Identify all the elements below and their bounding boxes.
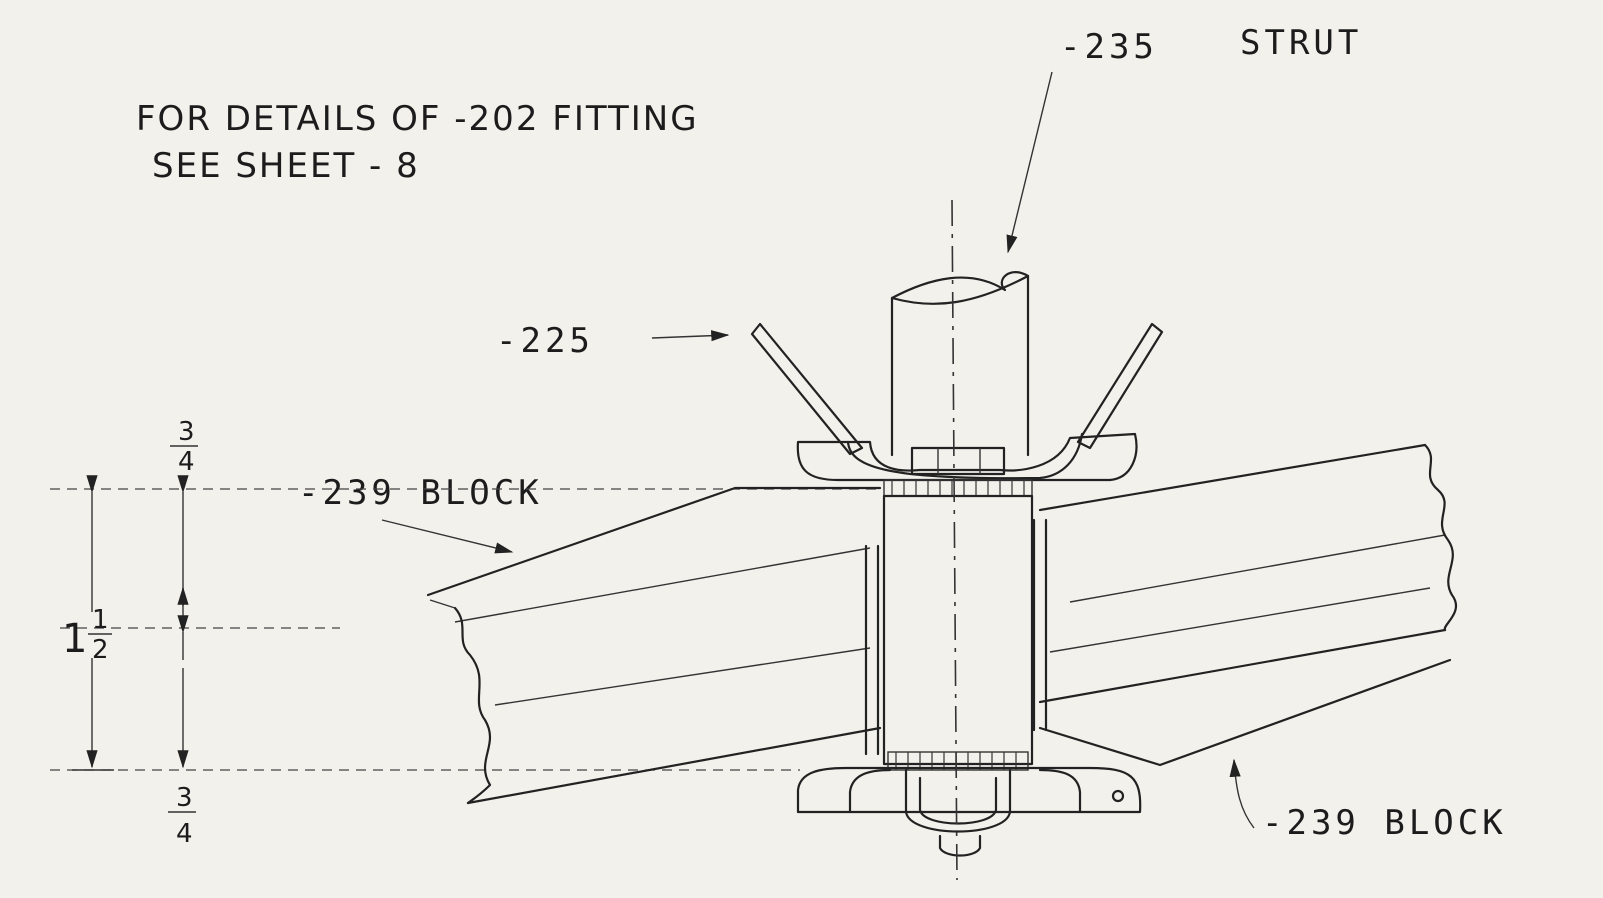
dimension-total	[72, 475, 114, 771]
strut-number-label: -235	[1060, 27, 1158, 67]
lower-fitting	[796, 766, 1142, 814]
svg-text:4: 4	[178, 447, 195, 477]
svg-text:1: 1	[92, 605, 109, 635]
note-line-1: FOR DETAILS OF -202 FITTING	[136, 99, 699, 139]
strut-name-label: STRUT	[1240, 23, 1362, 63]
fraction-total: 1 1 2	[62, 605, 112, 665]
upper-block-leader-arrow	[381, 519, 514, 554]
block-239-upper-label: -239 BLOCK	[298, 473, 543, 513]
svg-text:4: 4	[176, 819, 193, 849]
block-239-lower-label: -239 BLOCK	[1262, 803, 1507, 843]
fitting-225-arms	[750, 322, 1164, 456]
lower-nut	[904, 768, 1012, 857]
svg-text:1: 1	[62, 616, 87, 662]
upper-cup-fitting	[796, 432, 1138, 482]
svg-text:3: 3	[176, 783, 193, 813]
svg-text:2: 2	[92, 635, 109, 665]
lower-block-leader-arrow	[1229, 758, 1255, 829]
strut-leader-arrow	[1006, 71, 1053, 254]
left-spar-block	[426, 486, 882, 805]
fitting-leader-arrow	[651, 330, 730, 342]
fraction-bottom: 3 4	[168, 783, 196, 849]
strut-tube	[890, 271, 1030, 457]
bolt-bushing	[864, 494, 1048, 766]
fraction-top: 3 4	[170, 417, 198, 477]
right-spar-block	[1038, 443, 1458, 767]
note-line-2: SEE SHEET - 8	[152, 146, 420, 186]
upper-thread-hatch	[883, 479, 1033, 497]
center-line	[951, 199, 958, 881]
fitting-225-label: -225	[496, 321, 594, 361]
svg-text:3: 3	[178, 417, 195, 447]
